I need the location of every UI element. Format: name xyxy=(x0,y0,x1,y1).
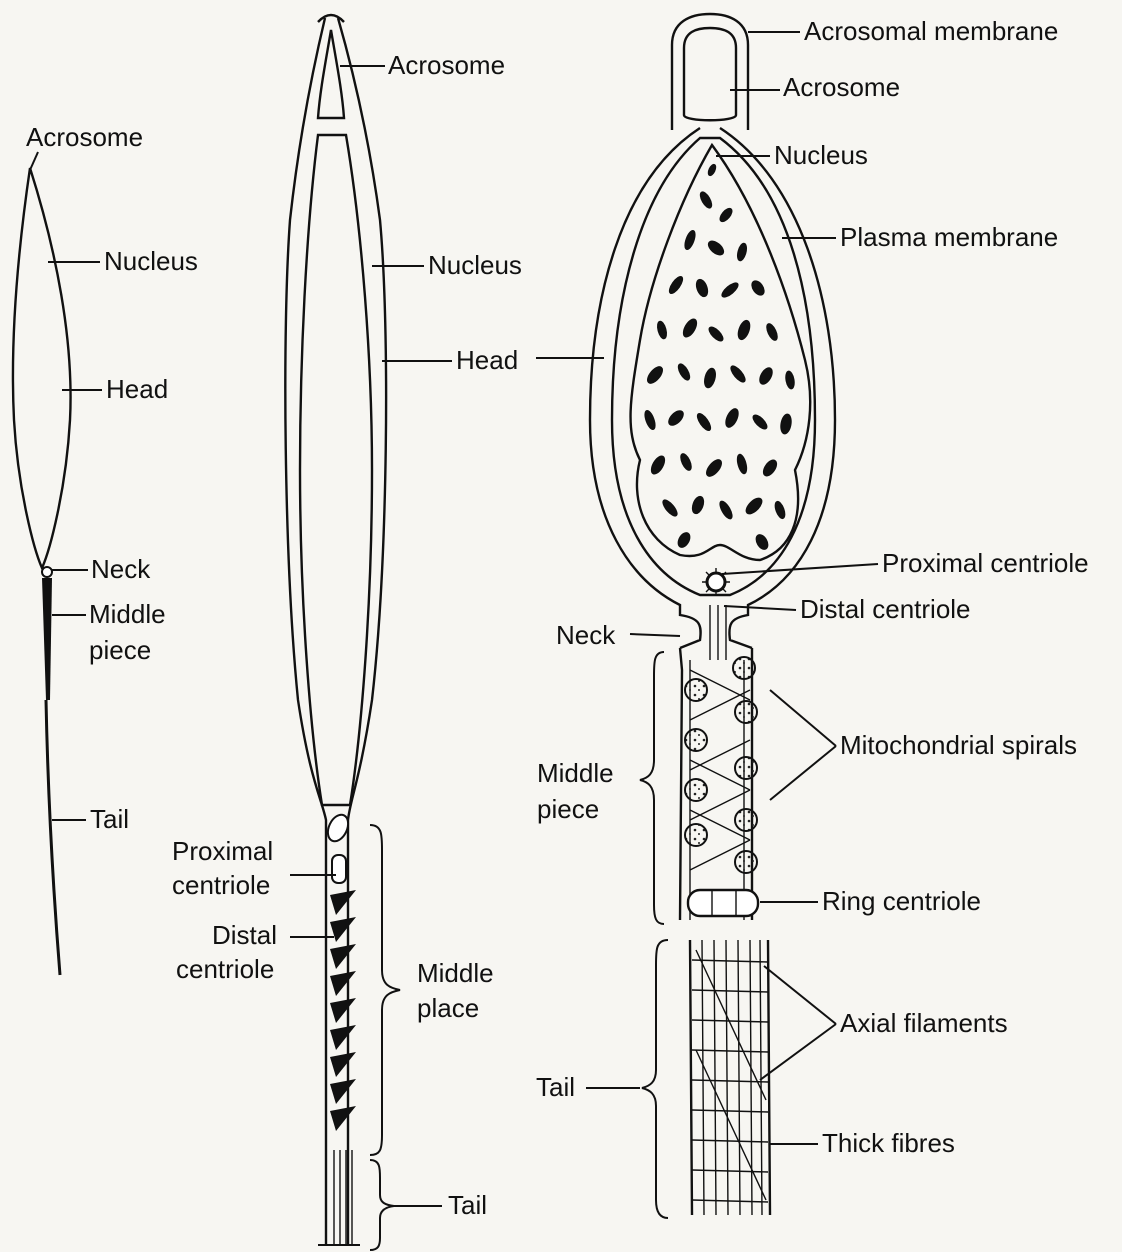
sperm-b-tail-filaments xyxy=(334,1150,352,1245)
label-c-proximal-centriole: Proximal centriole xyxy=(882,548,1089,578)
leader-c-mito-2 xyxy=(770,746,836,800)
label-c-plasma-membrane: Plasma membrane xyxy=(840,222,1058,252)
label-a-head: Head xyxy=(106,374,168,404)
sperm-c-inner-membrane xyxy=(612,138,815,595)
sperm-c-distal-centriole xyxy=(710,605,726,660)
figure-b: Acrosome Nucleus Head Proximal centriole… xyxy=(172,15,522,1250)
sperm-c-ring-centriole xyxy=(688,890,758,916)
sperm-c-nucleus xyxy=(631,145,811,560)
figure-a: Acrosome Nucleus Head Neck Middle piece … xyxy=(13,122,198,975)
label-a-middle-piece-line2: piece xyxy=(89,635,151,665)
label-b-head: Head xyxy=(456,345,518,375)
label-b-middle-place-line2: place xyxy=(417,993,479,1023)
leader-c-distal-centriole xyxy=(724,606,796,610)
brace-c-middle-piece xyxy=(640,652,664,924)
leader-c-proximal-centriole xyxy=(722,564,878,574)
label-a-nucleus: Nucleus xyxy=(104,246,198,276)
label-b-acrosome: Acrosome xyxy=(388,50,505,80)
sperm-c-proximal-centriole xyxy=(707,573,725,591)
label-c-nucleus: Nucleus xyxy=(774,140,868,170)
sperm-a-middle-piece xyxy=(42,578,52,700)
sperm-c-axial-filaments xyxy=(692,940,768,1215)
label-c-thick-fibres: Thick fibres xyxy=(822,1128,955,1158)
sperm-a-tail xyxy=(46,700,60,975)
label-b-proximal-centriole-line2: centriole xyxy=(172,870,270,900)
sperm-c-chromatin xyxy=(643,163,796,551)
label-b-middle-place-line1: Middle xyxy=(417,958,494,988)
sperm-b-tip xyxy=(318,15,344,22)
sperm-c-acrosome xyxy=(684,28,736,120)
label-b-tail: Tail xyxy=(448,1190,487,1220)
label-b-proximal-centriole-line1: Proximal xyxy=(172,836,273,866)
label-a-neck: Neck xyxy=(91,554,151,584)
label-c-axial-filaments: Axial filaments xyxy=(840,1008,1008,1038)
sperm-a-head xyxy=(13,168,71,568)
sperm-c-mitochondria xyxy=(685,657,757,873)
label-c-tail: Tail xyxy=(536,1072,575,1102)
label-a-tail: Tail xyxy=(90,804,129,834)
leader-c-mito-1 xyxy=(770,690,836,746)
label-b-distal-centriole-line2: centriole xyxy=(176,954,274,984)
leader-c-axial-1 xyxy=(764,966,836,1024)
figure-c: Acrosomal membrane Acrosome Nucleus Plas… xyxy=(536,14,1089,1218)
label-a-middle-piece-line1: Middle xyxy=(89,599,166,629)
label-c-acrosome: Acrosome xyxy=(783,72,900,102)
label-c-middle-piece-line2: piece xyxy=(537,794,599,824)
brace-b-tail xyxy=(370,1160,394,1250)
label-c-mitochondrial-spirals: Mitochondrial spirals xyxy=(840,730,1077,760)
label-c-ring-centriole: Ring centriole xyxy=(822,886,981,916)
sperm-b-proximal-centriole xyxy=(332,855,346,883)
sperm-b-acrosome xyxy=(318,30,344,118)
brace-b-middle-place xyxy=(370,825,400,1155)
leader-c-neck xyxy=(630,634,680,636)
label-b-distal-centriole-line1: Distal xyxy=(212,920,277,950)
label-c-acrosomal-membrane: Acrosomal membrane xyxy=(804,16,1058,46)
label-b-nucleus: Nucleus xyxy=(428,250,522,280)
leader-c-axial-2 xyxy=(760,1024,836,1080)
sperm-a-neck xyxy=(42,567,52,577)
label-c-distal-centriole: Distal centriole xyxy=(800,594,971,624)
sperm-b-mitochondria xyxy=(330,890,356,1131)
brace-c-tail xyxy=(642,940,668,1218)
leader-a-acrosome xyxy=(30,152,38,170)
label-a-acrosome: Acrosome xyxy=(26,122,143,152)
label-c-middle-piece-line1: Middle xyxy=(537,758,614,788)
sperm-b-nucleus xyxy=(300,135,372,805)
label-c-neck: Neck xyxy=(556,620,616,650)
